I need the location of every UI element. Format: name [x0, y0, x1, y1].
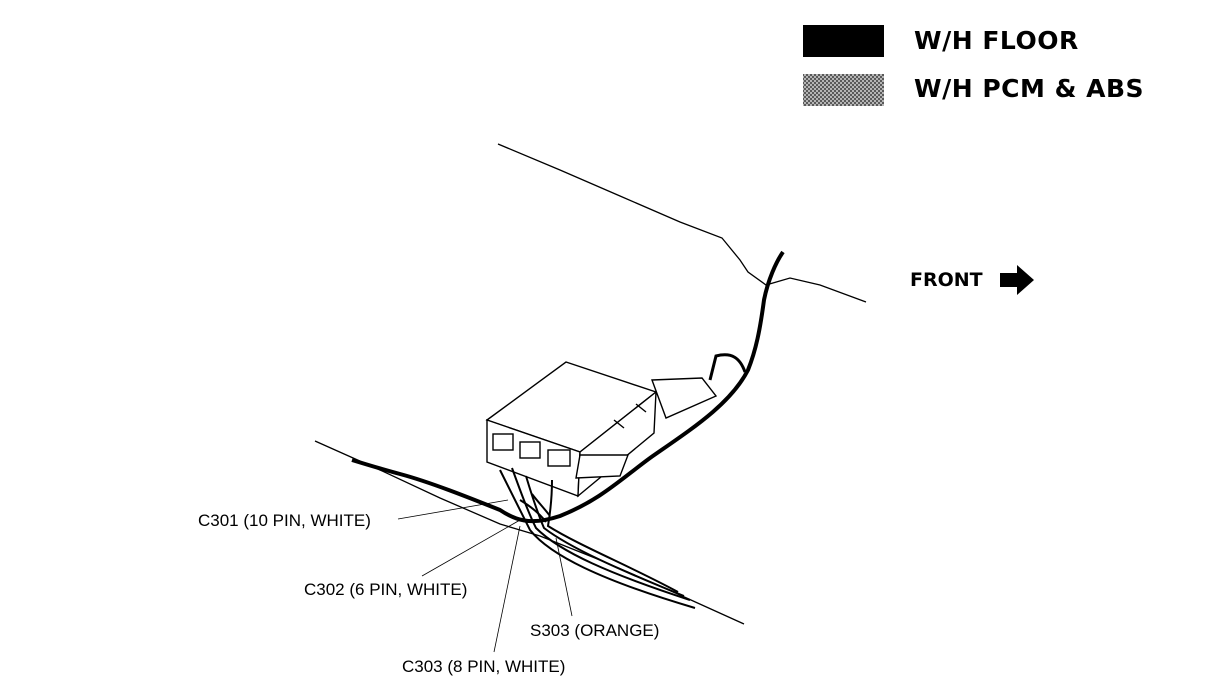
module-box	[485, 361, 718, 498]
legend-swatch-floor	[803, 25, 884, 57]
body-panel-upper-edge	[497, 143, 867, 303]
callout-c303: C303 (8 PIN, WHITE)	[402, 657, 566, 676]
harness-pcm-abs	[499, 467, 696, 609]
callout-c302: C302 (6 PIN, WHITE)	[304, 580, 468, 599]
callout-s303: S303 (ORANGE)	[530, 621, 660, 640]
legend-label-floor: W/H FLOOR	[914, 26, 1079, 55]
harness-floor-branch	[708, 353, 747, 381]
front-direction-label: FRONT	[910, 269, 983, 291]
leader-lines	[397, 499, 573, 653]
legend-label-pcm-abs: W/H PCM & ABS	[914, 74, 1144, 103]
callout-c301: C301 (10 PIN, WHITE)	[198, 511, 371, 530]
arrow-right-icon	[1000, 265, 1034, 295]
legend-swatch-pcm-abs	[803, 74, 884, 106]
harness-floor	[351, 250, 785, 524]
